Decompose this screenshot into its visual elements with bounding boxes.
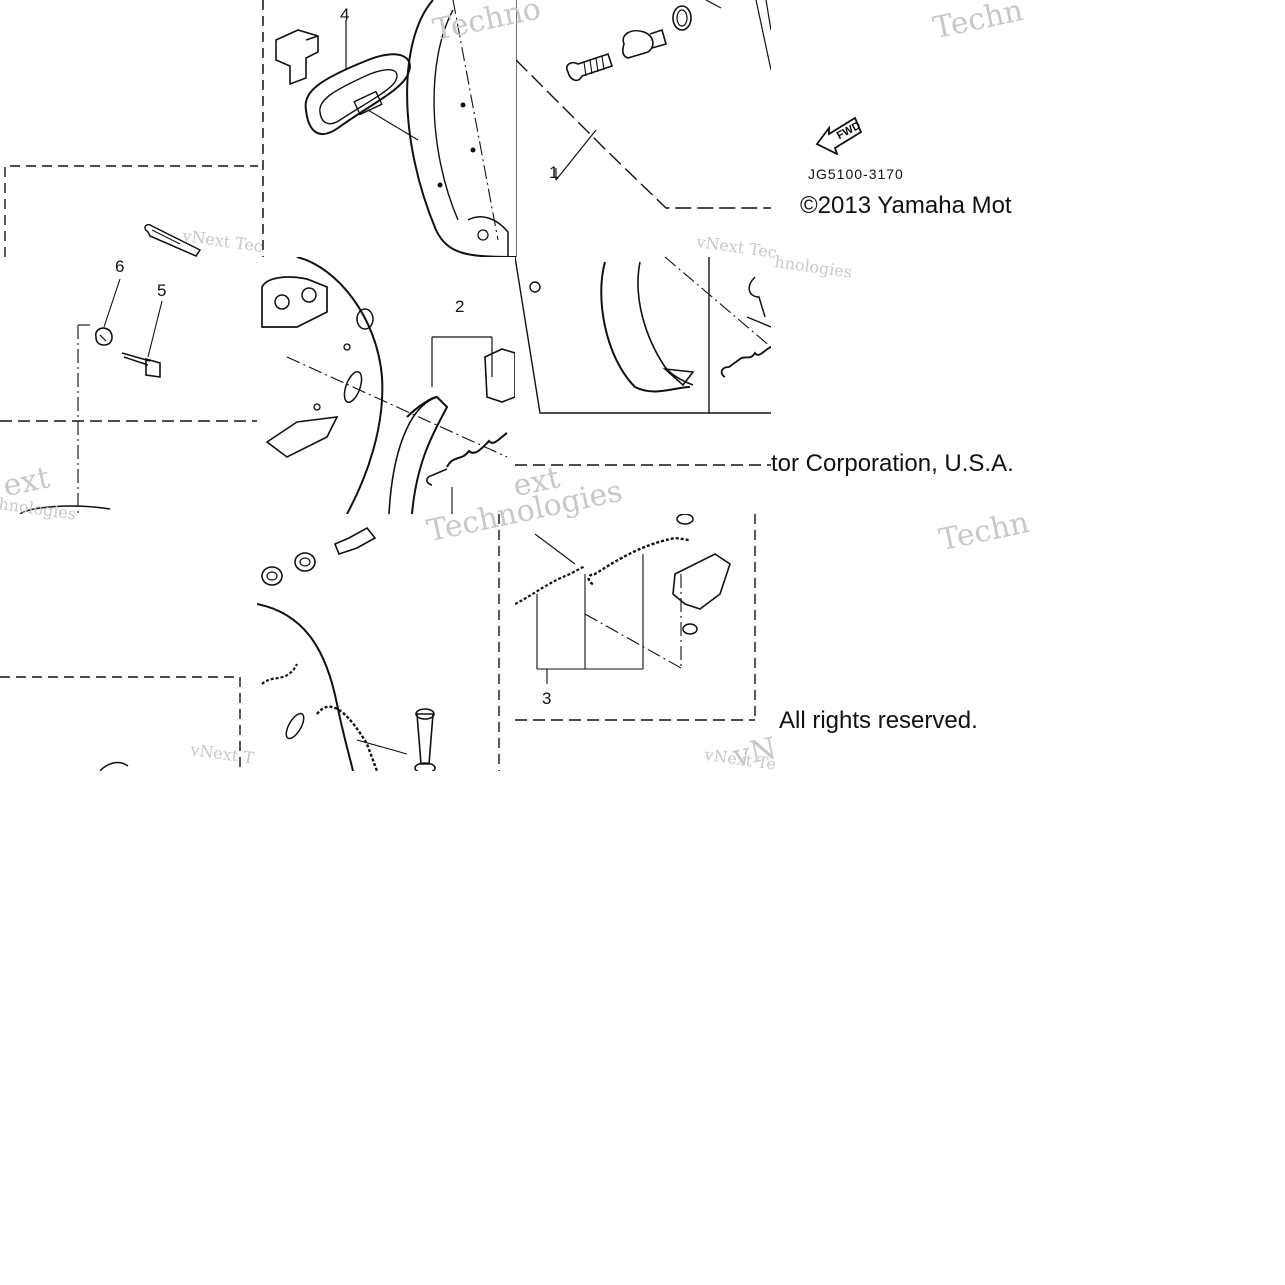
watermark-nologies-1: hnologies	[773, 252, 854, 282]
callout-4: 4	[340, 5, 350, 24]
watermark-techn-lower-right: Techn	[936, 505, 1033, 559]
tile-drawing	[262, 0, 516, 257]
tile-drawing	[515, 257, 771, 414]
diagram-tile-left-top	[0, 150, 258, 257]
tile-drawing	[0, 278, 257, 514]
diagram-tile-middle-right	[515, 257, 771, 414]
diagram-tile-center: 2	[257, 257, 515, 514]
diagram-tile-middle-left: 6 5	[0, 257, 257, 514]
tile-drawing	[515, 514, 756, 721]
diagram-tile-dashed-segment	[515, 440, 771, 514]
watermark-techn-right: Techn	[930, 0, 1027, 47]
copyright-line-1: ©2013 Yamaha Mot	[800, 192, 1012, 219]
diagram-tile-top-right	[516, 0, 771, 257]
part-number: JG5100-3170	[808, 166, 904, 182]
tile-drawing	[261, 257, 515, 514]
diagram-tile-top-center: 4	[258, 0, 516, 257]
callout-1: 1	[549, 163, 559, 182]
copyright-line-2: tor Corporation, U.S.A.	[771, 450, 1014, 477]
copyright-line-3: All rights reserved.	[779, 707, 978, 734]
tile-drawing	[4, 165, 258, 257]
callout-3: 3	[542, 689, 552, 708]
fwd-arrow: FWD	[815, 110, 865, 156]
tile-drawing	[257, 514, 500, 771]
diagram-tile-lower-left	[0, 660, 243, 771]
callout-6: 6	[115, 257, 125, 276]
callout-2: 2	[455, 297, 465, 316]
diagram-tile-lower-right: 3	[515, 514, 771, 771]
tile-drawing	[0, 676, 241, 771]
tile-drawing	[515, 464, 771, 466]
diagram-tile-lower-center	[257, 514, 500, 771]
tile-drawing	[516, 0, 771, 257]
callout-5: 5	[157, 281, 167, 300]
